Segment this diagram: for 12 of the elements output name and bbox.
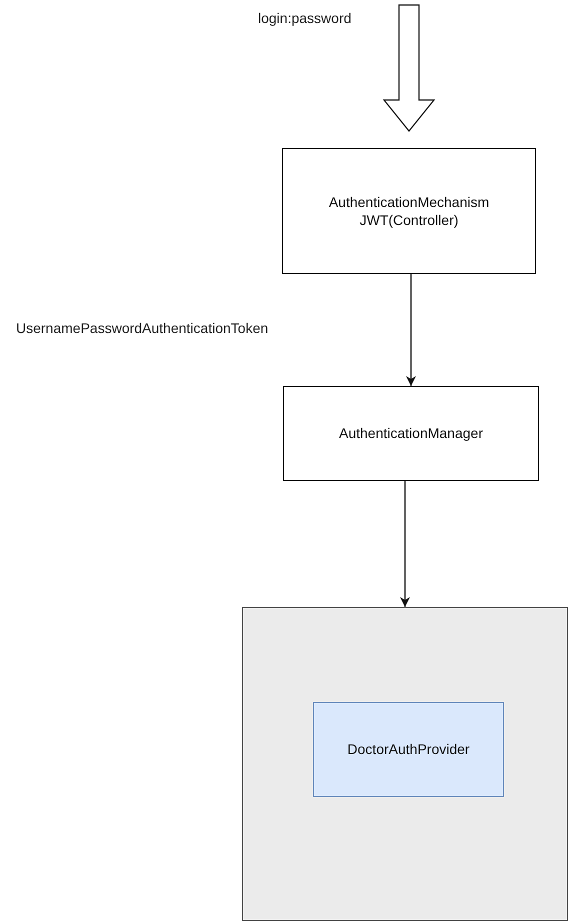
block-arrow bbox=[382, 4, 436, 132]
process-box bbox=[283, 386, 539, 481]
arrow bbox=[400, 481, 410, 607]
node-label: AuthenticationMechanism JWT(Controller) bbox=[328, 192, 490, 230]
text-label: login:password bbox=[256, 10, 354, 26]
node-label: DoctorAuthProvider bbox=[347, 740, 470, 759]
process-box bbox=[282, 148, 536, 274]
process-box bbox=[313, 702, 504, 797]
node-label: AuthenticationManager bbox=[339, 424, 483, 443]
arrow bbox=[406, 274, 416, 386]
container-box bbox=[242, 607, 568, 921]
text-label: UsernamePasswordAuthenticationToken bbox=[14, 320, 270, 336]
